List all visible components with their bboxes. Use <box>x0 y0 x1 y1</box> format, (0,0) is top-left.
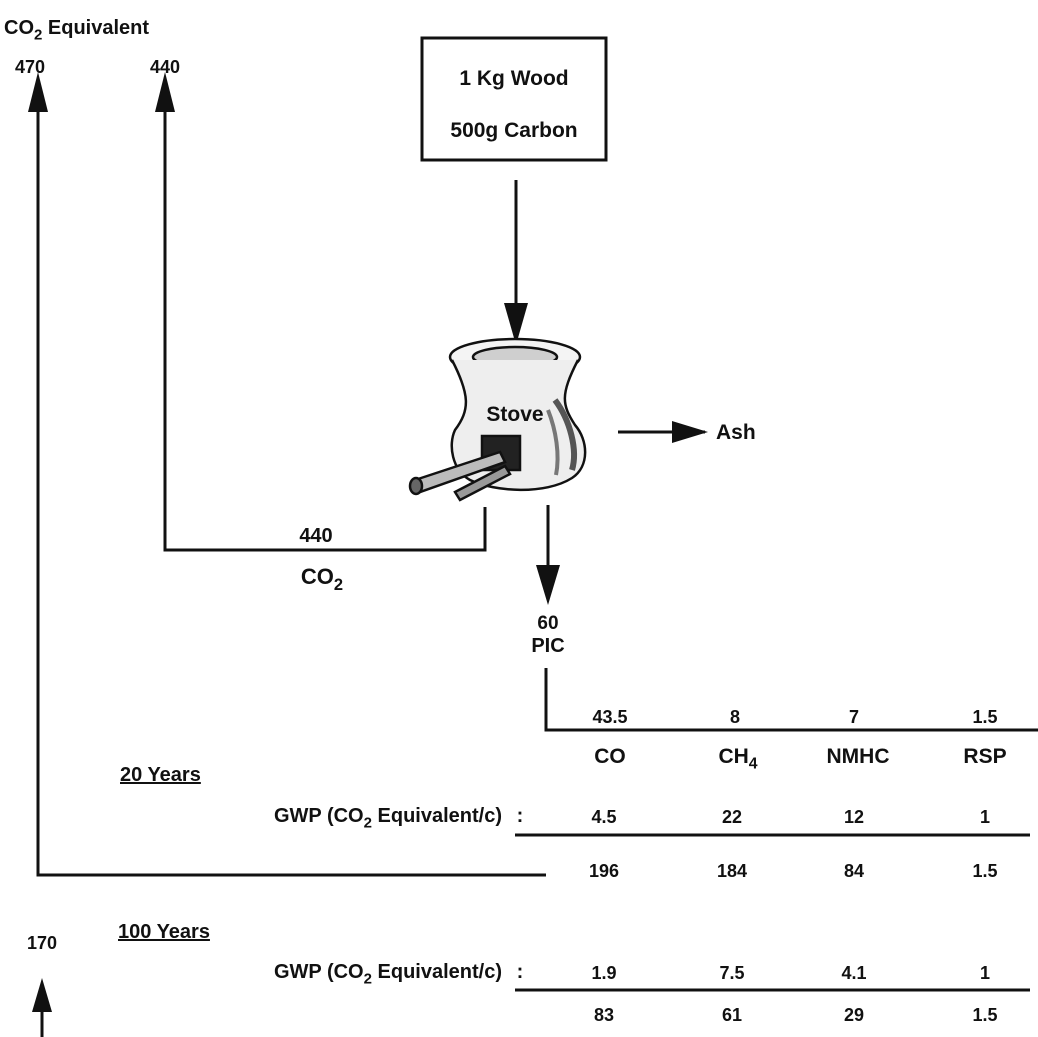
years100-heading: 100 Years <box>118 921 210 943</box>
years20-equiv-ch4: 184 <box>716 861 748 881</box>
input-wood-label: 1 Kg Wood <box>459 67 569 90</box>
arrowhead-ash <box>672 421 708 443</box>
years100-equiv-nmhc: 29 <box>843 1005 865 1025</box>
pic-component-bracket <box>544 668 1038 732</box>
component-nmhc-value: 7 <box>848 707 860 727</box>
years20-gwp-ch4: 22 <box>721 807 743 827</box>
pic-value: 60 <box>537 613 559 634</box>
years100-equiv-ch4: 61 <box>721 1005 743 1025</box>
arrowhead-stove <box>504 303 528 345</box>
component-rsp-name: RSP <box>963 745 1007 768</box>
years100-gwp-label: GWP (CO2 Equivalent/c) <box>273 961 502 988</box>
total-20y-path <box>36 95 546 877</box>
arrowhead-pic <box>536 565 560 605</box>
years20-colon: : <box>516 805 524 827</box>
component-ch4-value: 8 <box>729 707 741 727</box>
years20-equiv-nmhc: 84 <box>843 861 865 881</box>
ash-label: Ash <box>716 421 756 444</box>
co2-direct-top-value: 440 <box>149 57 181 77</box>
component-ch4-name: CH4 <box>718 745 758 773</box>
years20-gwp-co: 4.5 <box>591 807 617 827</box>
co2-branch-label: CO2 <box>300 564 344 594</box>
co2-branch-value: 440 <box>299 525 333 547</box>
years20-gwp-nmhc: 12 <box>843 807 865 827</box>
co2-direct-path <box>163 95 487 552</box>
arrowhead-440 <box>155 72 175 112</box>
years100-gwp-rsp: 1 <box>979 963 991 983</box>
years20-gwp-rsp: 1 <box>979 807 991 827</box>
years20-equiv-rsp: 1.5 <box>972 861 998 881</box>
component-co-value: 43.5 <box>592 707 628 727</box>
component-rsp-value: 1.5 <box>972 707 998 727</box>
years100-gwp-co: 1.9 <box>591 963 617 983</box>
stove-label: Stove <box>486 403 544 426</box>
years20-heading: 20 Years <box>120 764 201 786</box>
years100-equiv-co: 83 <box>593 1005 615 1025</box>
input-carbon-label: 500g Carbon <box>450 119 578 142</box>
component-co-name: CO <box>594 745 626 768</box>
years100-gwp-ch4: 7.5 <box>719 963 745 983</box>
input-box <box>420 36 608 162</box>
years100-gwp-nmhc: 4.1 <box>841 963 867 983</box>
years100-equiv-rsp: 1.5 <box>972 1005 998 1025</box>
years20-gwp-label: GWP (CO2 Equivalent/c) <box>273 805 502 832</box>
stove-icon <box>408 337 587 502</box>
co2-equivalent-title: CO2 Equivalent <box>4 17 150 44</box>
years20-equiv-co: 196 <box>588 861 620 881</box>
arrowhead-470 <box>28 72 48 112</box>
years100-colon: : <box>516 961 524 983</box>
total-20y-value: 470 <box>14 57 46 77</box>
years100-total: 170 <box>26 933 58 953</box>
component-nmhc-name: NMHC <box>826 745 890 768</box>
arrowhead-170 <box>32 978 52 1012</box>
pic-label: PIC <box>531 635 565 657</box>
